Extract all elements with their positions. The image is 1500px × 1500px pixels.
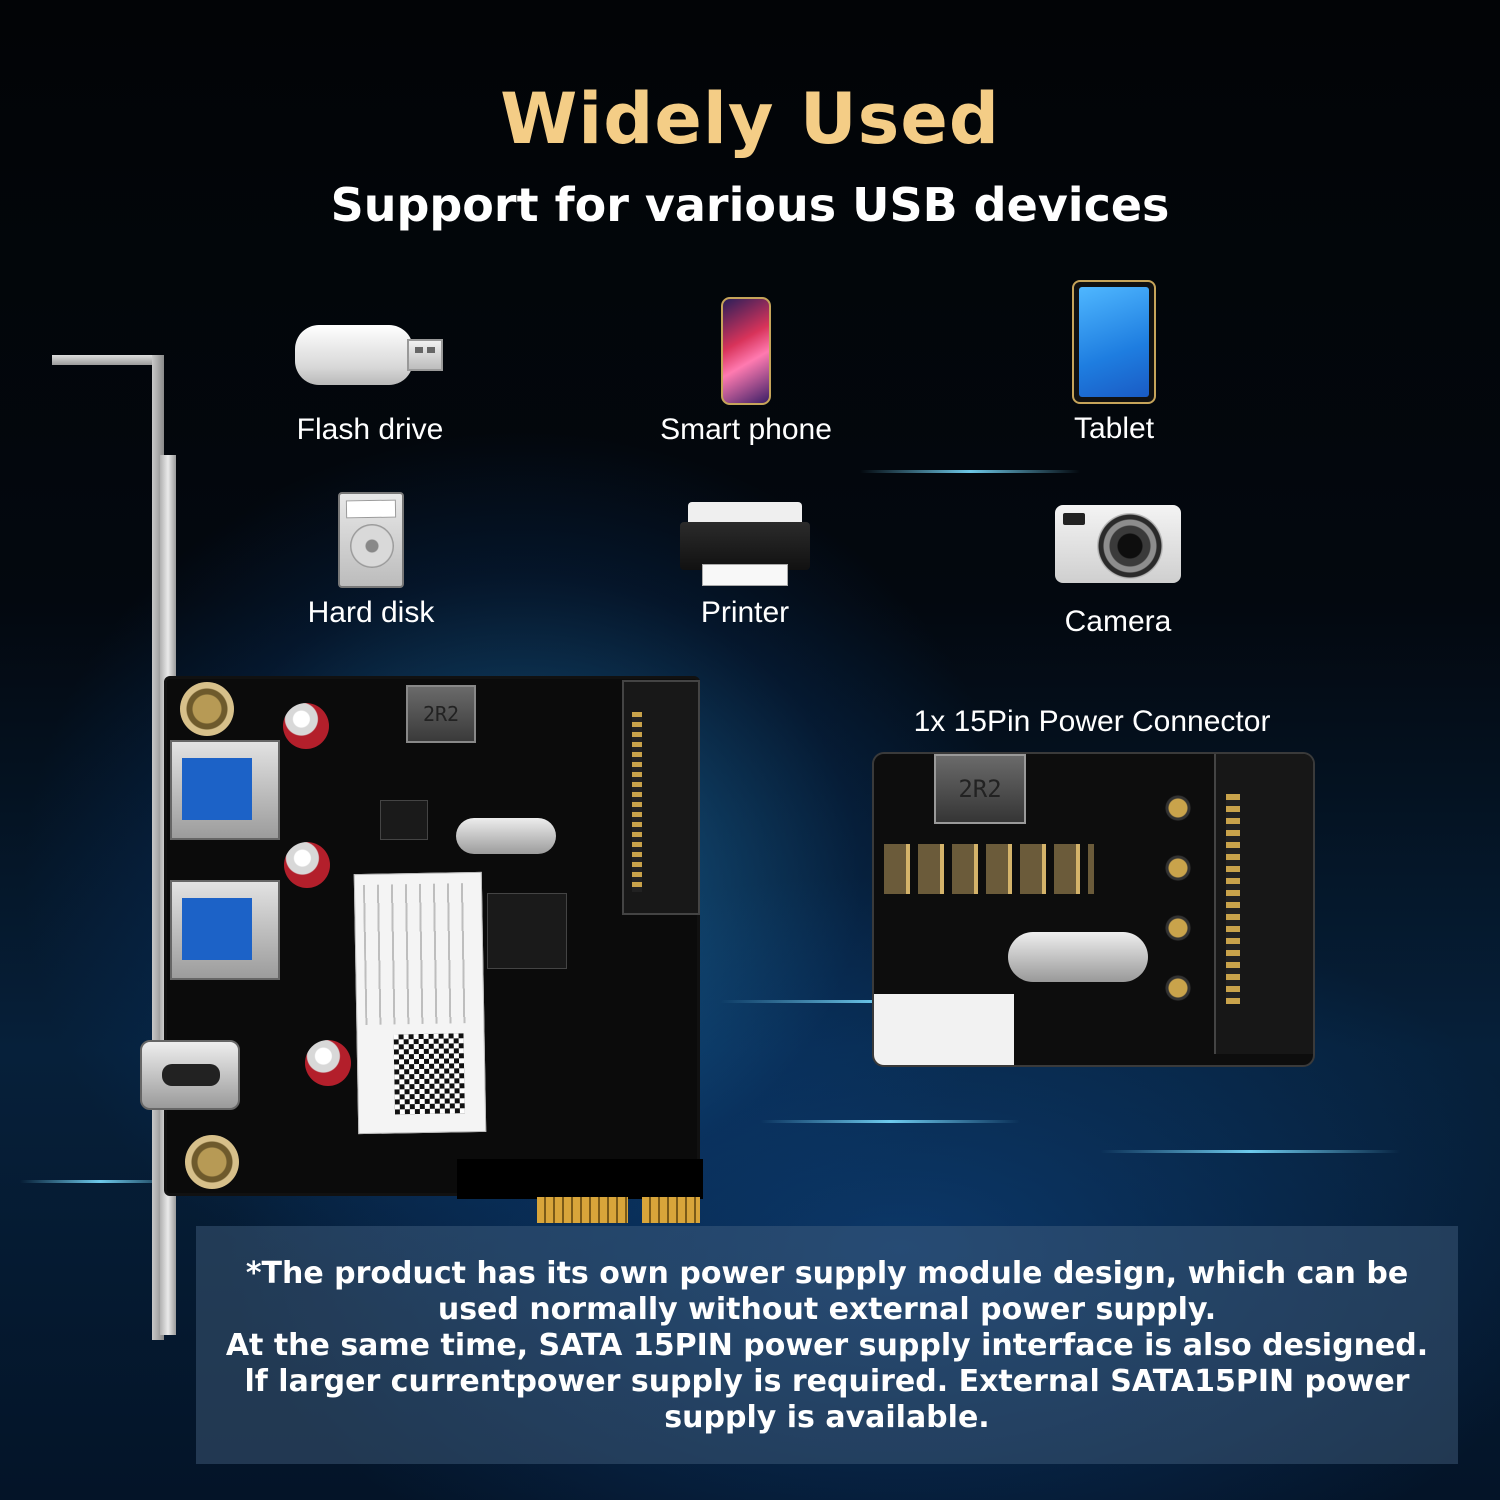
device-smart-phone: Smart phone: [596, 297, 896, 447]
mounting-screw-icon: [185, 1135, 239, 1189]
note-line: used normally without external power sup…: [437, 1292, 1217, 1327]
usb-c-port: [140, 1040, 240, 1110]
light-streak: [1100, 1150, 1400, 1153]
inductor-2r2-zoomed: 2R2: [934, 754, 1026, 824]
device-tablet: Tablet: [964, 280, 1264, 446]
zoom-caption: 1x 15Pin Power Connector: [913, 705, 1271, 738]
device-label: Tablet: [1073, 412, 1155, 445]
device-label: Camera: [1064, 605, 1172, 638]
light-streak: [860, 470, 1080, 473]
sata-15pin-connector: [622, 680, 700, 915]
capacitor: [305, 1040, 351, 1086]
tablet-icon: [1072, 280, 1156, 404]
crystal-oscillator: [456, 818, 556, 854]
sticker-zoomed: [874, 994, 1014, 1065]
light-streak: [760, 1120, 1020, 1123]
connector-solder-pads: [1164, 778, 1192, 1018]
usb-a-port: [170, 740, 280, 840]
device-flash-drive: Flash drive: [220, 325, 520, 447]
hard-disk-icon: [338, 492, 404, 588]
inductor-label: 2R2: [958, 775, 1002, 803]
note-line: supply is available.: [664, 1400, 990, 1435]
mounting-screw-icon: [180, 682, 234, 736]
note-box: [196, 1226, 1458, 1464]
driver-download-sticker: [353, 871, 487, 1135]
usb-a-port: [170, 880, 280, 980]
capacitor: [284, 842, 330, 888]
headline: Widely Used: [500, 78, 1000, 160]
device-label: Printer: [700, 596, 790, 629]
light-streak: [20, 1180, 180, 1183]
note-line: *The product has its own power supply mo…: [245, 1256, 1409, 1291]
camera-icon: [1055, 505, 1181, 583]
crystal-oscillator-zoomed: [1008, 932, 1148, 982]
device-hard-disk: Hard disk: [221, 492, 521, 630]
smd-components: [884, 844, 1094, 894]
power-connector-zoom: 2R2: [872, 752, 1315, 1067]
device-printer: Printer: [595, 502, 895, 630]
device-camera: Camera: [968, 505, 1268, 639]
pcie-gold-fingers: [642, 1197, 700, 1223]
pcie-gold-fingers: [537, 1197, 628, 1223]
sata-15pin-connector-zoomed: [1214, 754, 1313, 1054]
note-line: At the same time, SATA 15PIN power suppl…: [225, 1328, 1429, 1363]
note-line: lf larger currentpower supply is require…: [244, 1364, 1410, 1399]
printer-icon: [680, 502, 810, 588]
subheadline: Support for various USB devices: [330, 178, 1170, 232]
controller-chip: [487, 893, 567, 969]
device-label: Smart phone: [660, 413, 832, 446]
inductor-2r2: 2R2: [406, 685, 476, 743]
device-label: Flash drive: [296, 413, 444, 446]
inductor-label: 2R2: [422, 702, 460, 726]
flash-drive-icon: [295, 325, 445, 395]
device-label: Hard disk: [307, 596, 435, 629]
qr-code-icon: [393, 1033, 465, 1115]
capacitor: [283, 703, 329, 749]
regulator-chip: [380, 800, 428, 840]
pci-bracket: [52, 355, 182, 1345]
smartphone-icon: [721, 297, 771, 405]
power-supply-note: *The product has its own power supply mo…: [196, 1256, 1458, 1436]
